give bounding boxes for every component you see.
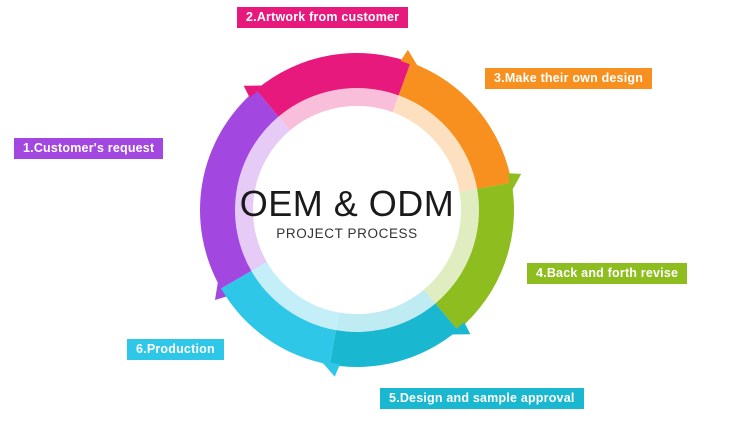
ring-segment-back-and-forth-revise — [434, 182, 514, 331]
step-label-design-sample-approval: 5.Design and sample approval — [380, 388, 584, 409]
ring-inner-band-customer-request — [235, 116, 291, 272]
ring-inner-band-back-and-forth-revise — [423, 188, 480, 304]
diagram-subtitle: PROJECT PROCESS — [276, 226, 418, 241]
ring-segment-artwork-from-customer — [256, 53, 411, 118]
ring-arrow-notch-design-sample-approval — [449, 322, 471, 335]
step-label-production: 6.Production — [127, 339, 224, 360]
ring-arrow-notch-make-own-design — [400, 49, 419, 68]
step-label-back-and-forth-revise: 4.Back and forth revise — [527, 263, 688, 284]
ring-segment-design-sample-approval — [329, 302, 458, 367]
step-label-customer-request: 1.Customer's request — [14, 138, 164, 159]
step-label-artwork-from-customer: 2.Artwork from customer — [237, 7, 409, 28]
ring-arrow-notch-customer-request — [215, 279, 228, 301]
ring-arrow-notch-production — [321, 361, 340, 377]
ring-segment-make-own-design — [398, 62, 512, 189]
ring-segment-customer-request — [200, 89, 280, 289]
ring-inner-band-design-sample-approval — [335, 289, 436, 332]
step-label-make-own-design: 3.Make their own design — [485, 68, 653, 89]
ring-inner-band-make-own-design — [392, 95, 478, 192]
ring-inner-band-production — [251, 262, 339, 331]
ring-arrow-notch-back-and-forth-revise — [507, 173, 522, 192]
ring-segment-production — [221, 270, 336, 365]
ring-inner-band-artwork-from-customer — [278, 88, 399, 131]
ring-center — [253, 106, 461, 314]
diagram-title: OEM & ODM — [239, 183, 455, 224]
ring-arrow-notch-artwork-from-customer — [243, 85, 265, 98]
